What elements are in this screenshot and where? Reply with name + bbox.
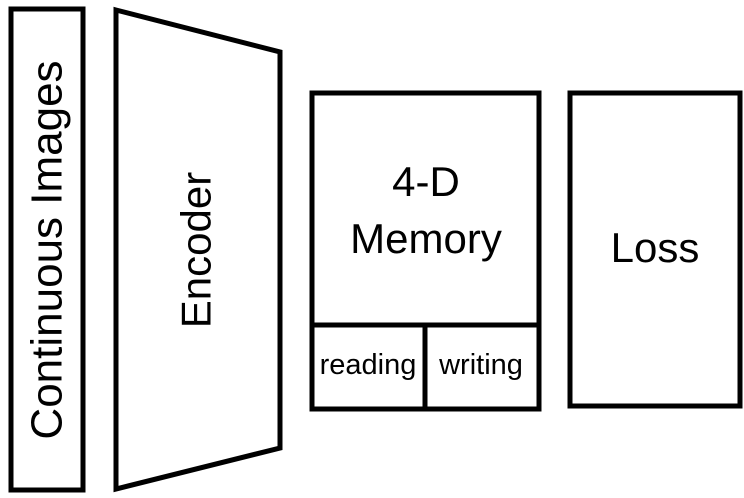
- memory-label-line1: 4-D: [392, 158, 460, 205]
- loss-box: [567, 90, 743, 409]
- memory-writing-label: writing: [438, 349, 523, 381]
- loss-block: Loss: [567, 90, 743, 409]
- loss-label: Loss: [611, 224, 700, 271]
- memory-label-line2: Memory: [350, 215, 502, 262]
- encoder-block: Encoder: [113, 6, 283, 493]
- memory-block: 4-D Memory reading writing: [309, 90, 542, 412]
- continuous-images-box: [8, 6, 86, 493]
- encoder-trapezoid: [113, 6, 283, 493]
- continuous-images-label: Continuous Images: [23, 60, 72, 439]
- continuous-images-block: Continuous Images: [8, 6, 86, 493]
- memory-reading-label: reading: [320, 349, 417, 381]
- encoder-label: Encoder: [173, 172, 220, 328]
